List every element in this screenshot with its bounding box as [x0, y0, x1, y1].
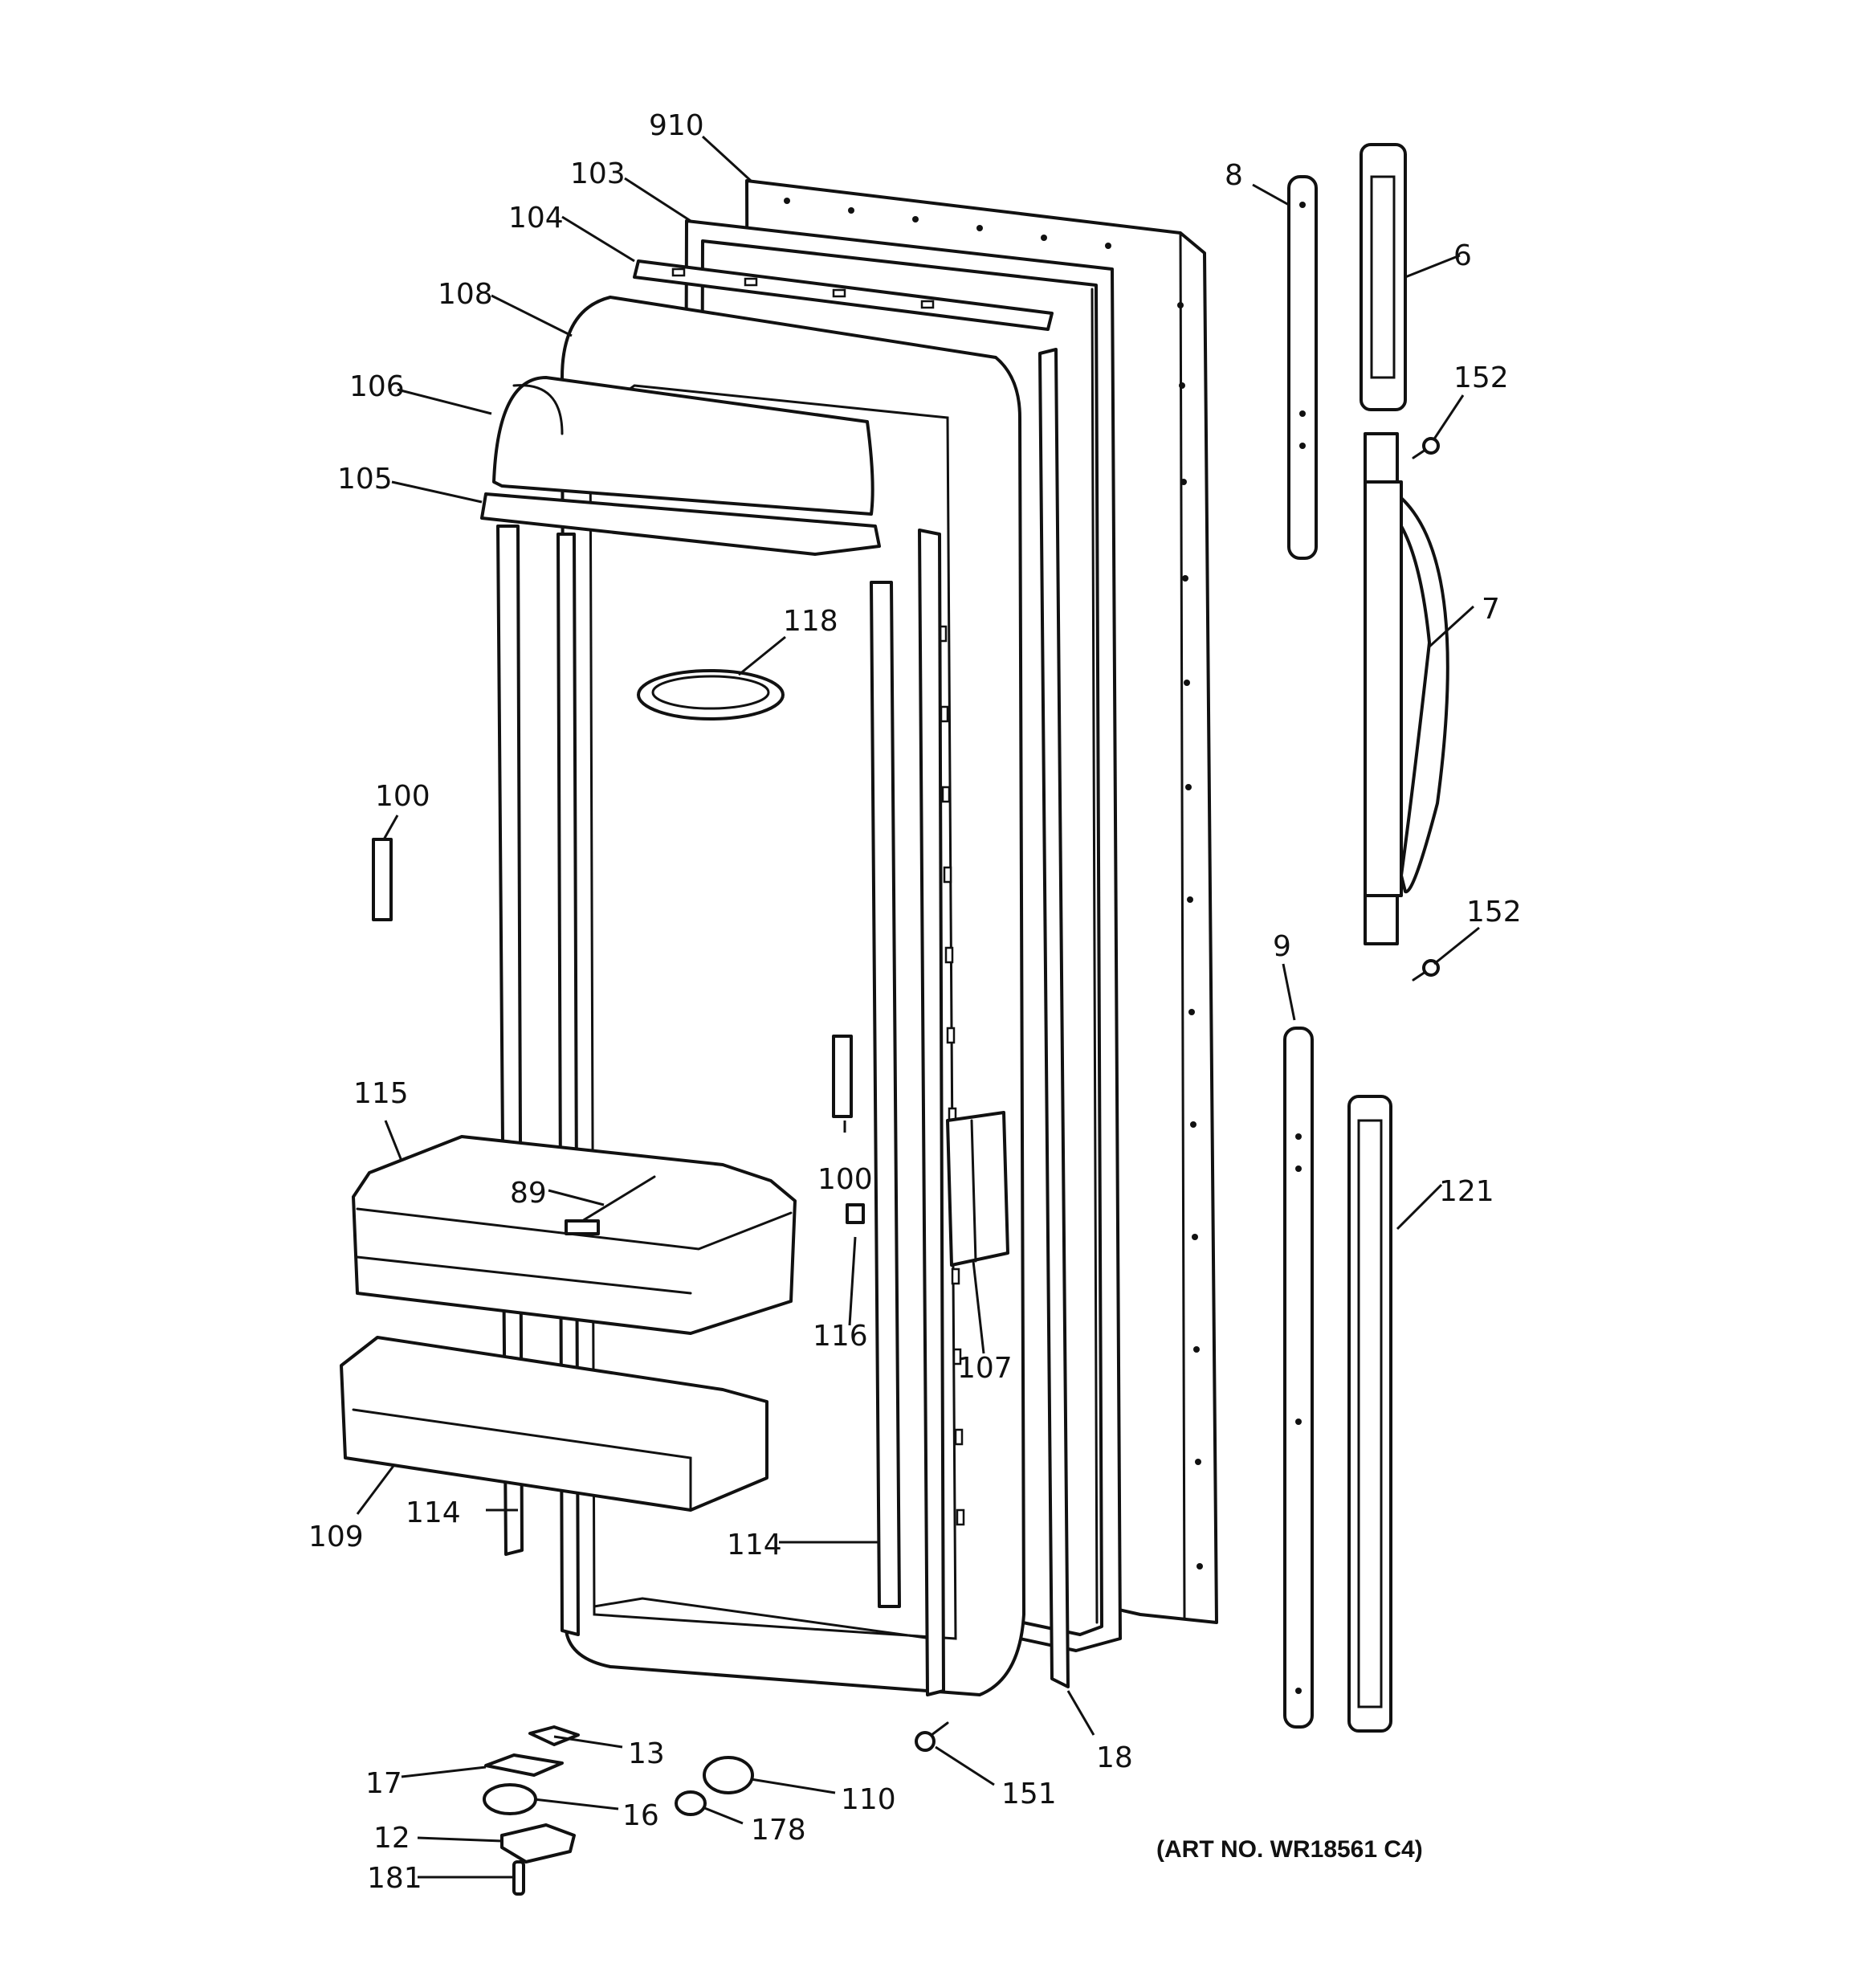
callout-178: 178: [751, 1814, 806, 1847]
hinge-side-trim-rail: [1038, 348, 1070, 1688]
callout-152-upper: 152: [1453, 361, 1509, 394]
dispenser-oval-trim: [637, 669, 785, 720]
callout-152-lower: 152: [1466, 896, 1522, 929]
callout-12: 12: [373, 1822, 410, 1855]
callout-17: 17: [365, 1767, 402, 1800]
hinge-screw: [915, 1721, 949, 1752]
bottom-trim-strip: [1283, 1027, 1314, 1729]
door-handle: [1364, 432, 1449, 945]
hinge-bracket-12: [500, 1823, 576, 1863]
leader-lines: [356, 135, 1480, 1879]
callout-100-left: 100: [375, 780, 430, 813]
small-clip: [846, 1203, 865, 1224]
callout-151: 151: [1001, 1778, 1057, 1810]
shelf-rail-right-inner: [870, 581, 901, 1608]
callout-121: 121: [1439, 1175, 1494, 1208]
door-stop-110: [703, 1756, 754, 1794]
callout-6: 6: [1453, 239, 1472, 272]
top-trim-strip: [1287, 175, 1318, 560]
callout-16: 16: [622, 1799, 659, 1832]
callout-115: 115: [353, 1077, 409, 1110]
callout-105: 105: [337, 463, 393, 496]
shelf-rail-right-outer: [918, 529, 945, 1696]
callout-108: 108: [438, 278, 493, 311]
art-number: (ART NO. WR18561 C4): [1156, 1836, 1423, 1863]
callout-910: 910: [649, 109, 704, 142]
handle-end-cap: [1360, 143, 1407, 411]
door-insulation-patch: [946, 1111, 1009, 1267]
door-top-strip: [633, 259, 1054, 331]
callout-114-center: 114: [727, 1529, 782, 1561]
callout-7: 7: [1482, 593, 1500, 626]
callout-114-left: 114: [406, 1496, 461, 1529]
callout-103: 103: [570, 157, 626, 190]
callout-100-center: 100: [817, 1163, 873, 1196]
screw-upper: [1412, 437, 1440, 459]
callout-118: 118: [783, 605, 838, 638]
callout-8: 8: [1225, 159, 1243, 192]
callout-181: 181: [367, 1862, 422, 1895]
door-bin-upper: [352, 1135, 797, 1335]
callout-109: 109: [308, 1521, 364, 1553]
callout-9: 9: [1273, 930, 1291, 963]
callout-18: 18: [1096, 1741, 1133, 1774]
handle-lower-trim: [1347, 1095, 1392, 1733]
door-cam-178: [675, 1790, 707, 1816]
hinge-screw-181: [512, 1860, 525, 1896]
callout-104: 104: [508, 202, 564, 235]
callout-13: 13: [628, 1737, 665, 1770]
callout-110: 110: [841, 1783, 896, 1816]
callout-107: 107: [957, 1352, 1013, 1385]
dairy-door-hinge-strip: [480, 492, 881, 556]
callout-labels: 910 103 104 108 106 105 118 100 100 115 …: [308, 109, 1522, 1895]
shelf-clip-center: [832, 1035, 853, 1118]
door-panel-holes: [784, 198, 1203, 1570]
hinge-bushing-16: [483, 1783, 537, 1815]
callout-106: 106: [349, 370, 405, 403]
dairy-compartment-door: [492, 376, 874, 516]
door-bin-lower: [340, 1336, 768, 1512]
hinge-washer-17: [484, 1753, 564, 1777]
shelf-clip-left: [372, 838, 393, 921]
callout-116: 116: [813, 1320, 868, 1353]
hinge-shim-13: [528, 1725, 580, 1746]
callout-89: 89: [510, 1177, 547, 1210]
